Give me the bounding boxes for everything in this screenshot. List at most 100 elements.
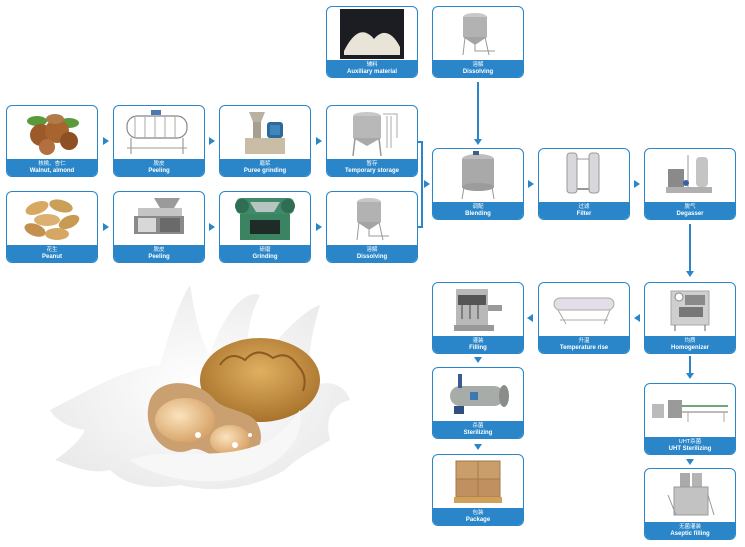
arrow-down-icon: [686, 459, 694, 465]
step-label-cn: 研磨: [259, 246, 271, 253]
peeling-drum-machine-icon: [114, 106, 204, 159]
connector-line: [418, 141, 422, 143]
step-label-en: Dissolving: [356, 253, 388, 260]
homogenizer-machine-icon: [645, 283, 735, 336]
arrow-down-icon: [474, 444, 482, 450]
step-label-cn: 磨浆: [259, 160, 271, 167]
arrow-right-icon: [528, 180, 534, 188]
step-label-en: Sterilizing: [463, 429, 493, 436]
connector-line: [689, 224, 691, 272]
arrow-left-icon: [527, 314, 533, 322]
blending-tank-icon: [433, 149, 523, 202]
filling-machine-icon: [433, 283, 523, 336]
step-label-cn: 核桃、杏仁: [38, 160, 66, 167]
arrow-down-icon: [686, 271, 694, 277]
step-label-cn: 暂存: [366, 160, 378, 167]
step-label-en: Peeling: [148, 253, 170, 260]
carton-pallet-icon: [433, 455, 523, 508]
arrow-right-icon: [209, 137, 215, 145]
arrow-right-icon: [103, 223, 109, 231]
three-roll-mill-icon: [220, 192, 310, 245]
step-label-cn: 升温: [578, 337, 590, 344]
degasser-machine-icon: [645, 149, 735, 202]
step-label-en: Package: [465, 516, 491, 523]
storage-tank-icon: [327, 106, 417, 159]
connector-line: [477, 82, 479, 140]
step-label-cn: 溶解: [366, 246, 378, 253]
colloid-mill-icon: [220, 106, 310, 159]
step-label-en: Temporary storage: [345, 167, 399, 174]
peanut-kernel: [155, 398, 215, 442]
step-label-en: Blending: [465, 210, 491, 217]
step-label-cn: 均质: [684, 337, 696, 344]
step-label-en: Homogenizer: [670, 344, 709, 351]
arrow-down-icon: [474, 139, 482, 145]
arrow-right-icon: [316, 137, 322, 145]
arrow-right-icon: [209, 223, 215, 231]
step-label-cn: 脱皮: [153, 246, 165, 253]
step-label-cn: 过滤: [578, 203, 590, 210]
step-label-cn: 脱气: [684, 203, 696, 210]
step-label-en: Peeling: [148, 167, 170, 174]
arrow-down-icon: [686, 373, 694, 379]
step-label-cn: UHT杀菌: [678, 438, 702, 445]
arrow-down-icon: [474, 357, 482, 363]
step-label-en: Grinding: [252, 253, 278, 260]
peanut-image: [7, 192, 97, 245]
step-label-en: UHT Sterilizing: [668, 445, 712, 452]
aseptic-filler-icon: [645, 469, 735, 522]
heat-exchanger-icon: [539, 283, 629, 336]
peeling-machine-icon: [114, 192, 204, 245]
step-label-en: Auxiliary material: [346, 68, 398, 75]
step-label-en: Filter: [576, 210, 592, 217]
connector-line: [421, 141, 423, 228]
step-label-en: Puree grinding: [243, 167, 287, 174]
step-label-en: Aseptic filling: [670, 530, 710, 537]
dissolving-tank-icon: [327, 192, 417, 245]
step-label-cn: 无菌灌装: [678, 523, 701, 530]
arrow-left-icon: [634, 314, 640, 322]
arrow-right-icon: [103, 137, 109, 145]
step-label-en: Peanut: [41, 253, 62, 260]
step-label-en: Temperature rise: [559, 344, 609, 351]
connector-line: [418, 226, 422, 228]
uht-line-icon: [645, 384, 735, 437]
step-label-cn: 杀菌: [472, 422, 484, 429]
step-label-en: Walnut, almond: [29, 167, 75, 174]
arrow-right-icon: [316, 223, 322, 231]
step-label-cn: 灌装: [472, 337, 484, 344]
connector-line: [689, 356, 691, 374]
step-label-en: Dissolving: [462, 68, 494, 75]
arrow-right-icon: [634, 180, 640, 188]
step-label-cn: 调配: [472, 203, 484, 210]
step-label-en: Degasser: [676, 210, 704, 217]
step-label-cn: 溶解: [472, 61, 484, 68]
dissolving-tank-icon: [433, 7, 523, 60]
step-label-cn: 包装: [472, 509, 484, 516]
step-label-en: Filling: [469, 344, 487, 351]
arrow-right-icon: [424, 180, 430, 188]
twin-filter-icon: [539, 149, 629, 202]
powder-image: [327, 7, 417, 60]
step-label-cn: 花生: [46, 246, 58, 253]
